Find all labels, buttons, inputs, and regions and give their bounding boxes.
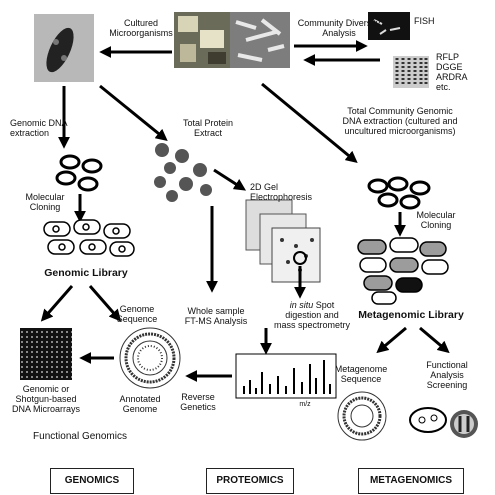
screening-images	[409, 407, 478, 438]
metagenomic-library-label: Metagenomic Library	[358, 309, 464, 321]
annotated-genome-label: Annotated Genome	[119, 394, 161, 414]
genomic-library-cells	[43, 219, 135, 257]
rflp-gel-image	[393, 56, 429, 88]
plasmids-right	[367, 176, 431, 210]
metagenome-map	[337, 391, 387, 441]
genome-sequence-label: Genome Sequence	[116, 304, 158, 324]
gel-images	[245, 199, 321, 283]
community-diversity-label: Community Diversity Analysis	[297, 18, 381, 38]
arrow-to-gel	[213, 168, 247, 191]
arrow-to-functional-screening	[419, 326, 450, 354]
genomic-dna-label: Genomic DNA extraction	[10, 118, 68, 138]
genome-map	[119, 327, 181, 389]
functional-genomics-label: Functional Genomics	[33, 431, 127, 442]
rflp-label: RFLP DGGE ARDRA etc.	[436, 52, 468, 92]
insitu-label: in situ Spot digestion and mass spectrom…	[270, 300, 354, 330]
cultured-label: Cultured Microorganisms	[109, 18, 173, 38]
cultured-cell-photo	[34, 14, 94, 82]
plasmids-left	[55, 154, 103, 192]
fish-image	[368, 12, 410, 40]
genomic-library-label: Genomic Library	[44, 267, 128, 279]
molecular-cloning-left-label: Molecular Cloning	[25, 192, 65, 212]
insitu-text: Spot digestion and mass spectrometry	[273, 300, 351, 330]
microarray-image	[20, 328, 72, 380]
arrow-to-microarrays	[40, 285, 74, 322]
metagenomics-box: METAGENOMICS	[358, 468, 464, 494]
spectrum-axis-label: m/z	[299, 401, 311, 408]
insitu-italic: in situ	[289, 300, 314, 310]
functional-screening-label: Functional Analysis Screening	[426, 360, 468, 390]
metagenomic-library-cells	[357, 237, 449, 305]
total-protein-label: Total Protein Extract	[182, 118, 234, 138]
arrow-protein-extract	[99, 84, 168, 142]
metagenome-sequence-label: Metagenome Sequence	[334, 364, 388, 384]
proteomics-box: PROTEOMICS	[206, 468, 294, 494]
microbe-micrograph	[230, 12, 290, 68]
mass-spectrum	[235, 353, 337, 399]
molecular-cloning-right-label: Molecular Cloning	[416, 210, 456, 230]
protein-structures	[154, 143, 212, 202]
reverse-genetics-label: Reverse Genetics	[180, 392, 216, 412]
microarrays-label: Genomic or Shotgun-based DNA Microarrays	[11, 384, 80, 414]
whole-sample-label: Whole sample FT-MS Analysis	[184, 306, 248, 326]
total-community-label: Total Community Genomic DNA extraction (…	[342, 106, 458, 136]
fish-label: FISH	[414, 16, 435, 26]
genomics-box: GENOMICS	[50, 468, 134, 494]
arrow-community-dna	[261, 82, 358, 164]
gel-label: 2D Gel Electrophoresis	[250, 182, 313, 202]
arrow-to-metagenome-sequence	[376, 326, 407, 354]
arrow-to-genome-sequence	[88, 285, 122, 322]
mine-photo	[174, 12, 230, 68]
